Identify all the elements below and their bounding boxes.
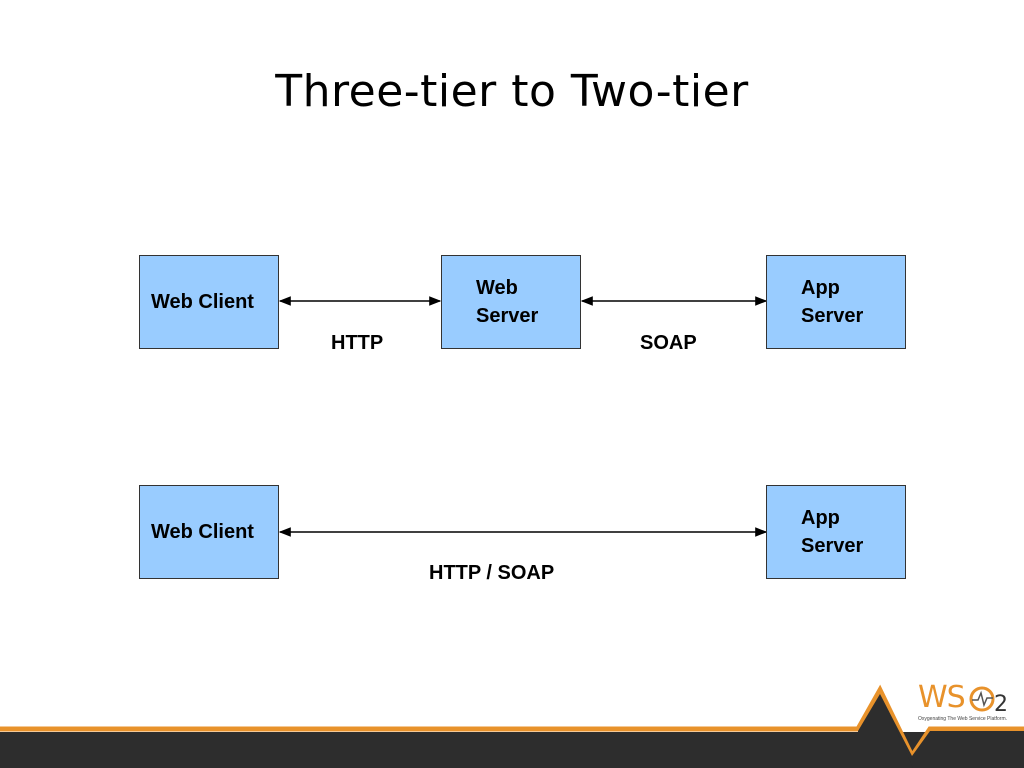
- app-server-label-line1-top: App: [801, 277, 840, 299]
- soap-label: SOAP: [640, 332, 697, 354]
- web-server-label-line1: Web: [476, 277, 518, 299]
- logo-subscript: 2: [994, 692, 1008, 717]
- logo-tagline: Oxygenating The Web Service Platform.: [918, 716, 1008, 722]
- web-client-box-top: Web Client: [139, 255, 279, 349]
- app-server-box-top: App Server: [766, 255, 906, 349]
- http-label: HTTP: [331, 332, 384, 354]
- app-server-label-line2-bottom: Server: [801, 535, 864, 557]
- logo-text: WS: [918, 680, 966, 715]
- wso2-logo: WS 2 Oxygenating The Web Service Platfor…: [918, 680, 1018, 724]
- app-server-label-line1-bottom: App: [801, 507, 840, 529]
- app-server-box-bottom: App Server: [766, 485, 906, 579]
- web-server-label-line2: Server: [476, 305, 539, 327]
- web-client-box-bottom: Web Client: [139, 485, 279, 579]
- logo-o-icon: [969, 686, 995, 712]
- app-server-label-line2-top: Server: [801, 305, 864, 327]
- web-client-label-bottom: Web Client: [151, 521, 254, 543]
- slide-title: Three-tier to Two-tier: [275, 66, 749, 117]
- http-soap-label: HTTP / SOAP: [429, 562, 555, 584]
- web-client-label-top: Web Client: [151, 291, 254, 313]
- web-server-box: Web Server: [441, 255, 581, 349]
